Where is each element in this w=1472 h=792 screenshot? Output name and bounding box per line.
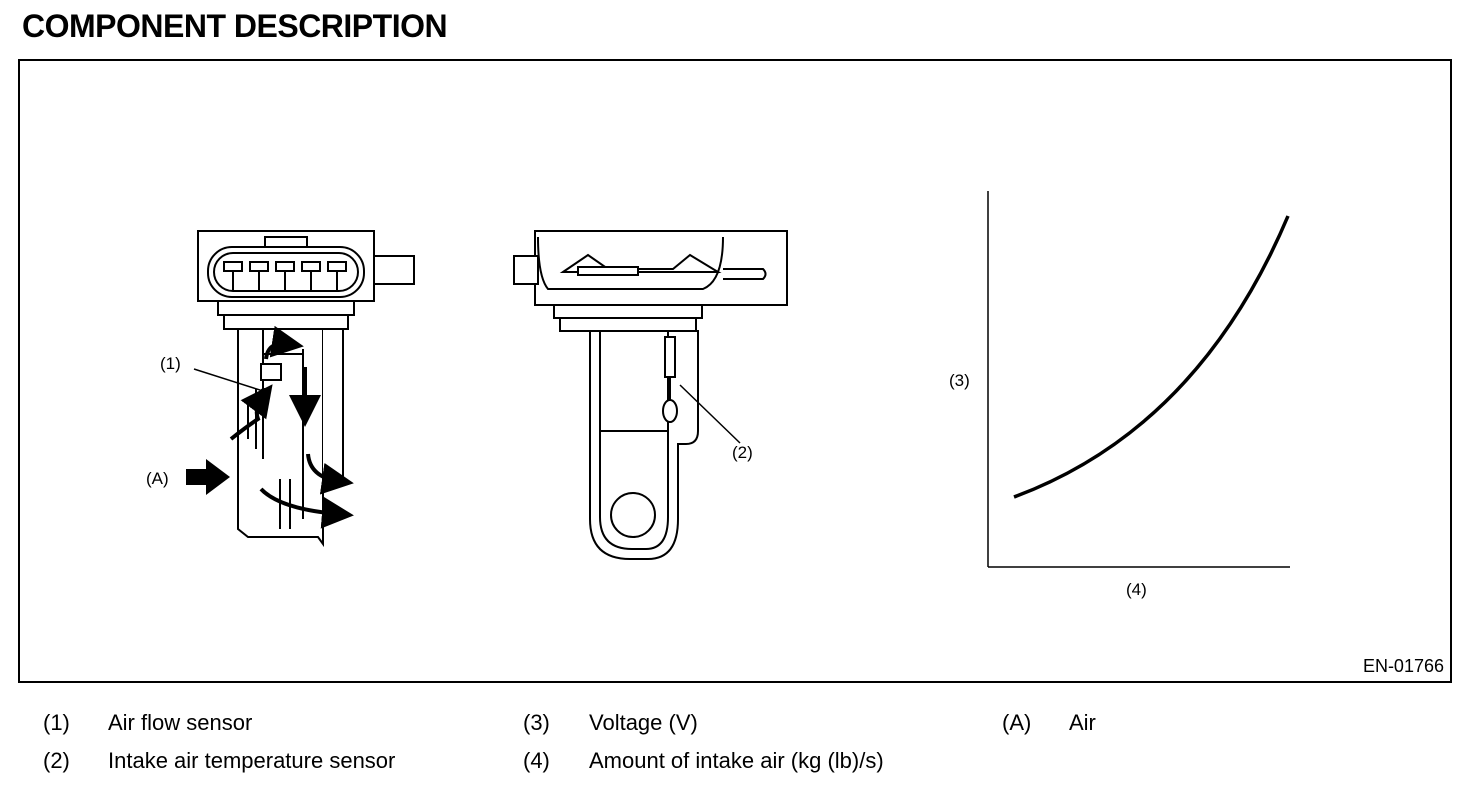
figure-code: EN-01766 [1362, 656, 1444, 676]
callout-2-leader [679, 384, 741, 444]
figure-drawing [18, 59, 1452, 683]
callout-1-leader [193, 368, 264, 392]
callout-1: (1) [160, 354, 181, 373]
sensor-side-view [197, 230, 415, 548]
voltage-airflow-graph [987, 191, 1290, 568]
page-title: COMPONENT DESCRIPTION [22, 8, 448, 44]
legend-num-3: (3) [523, 710, 550, 735]
sensor-front-view [513, 230, 788, 560]
airflow-arrows [229, 325, 354, 529]
callout-a: (A) [146, 469, 169, 488]
callout-4: (4) [1126, 580, 1147, 599]
legend-num-2: (2) [43, 748, 70, 773]
graph-curve [1013, 215, 1290, 499]
legend-text-4: Amount of intake air (kg (lb)/s) [589, 748, 884, 773]
legend-num-1: (1) [43, 710, 70, 735]
legend-text-3: Voltage (V) [589, 710, 698, 735]
figure-frame: (1) (A) (2) (3) (4) EN-01766 [18, 59, 1452, 683]
legend-num-a: (A) [1002, 710, 1032, 735]
figure-border [18, 59, 1452, 683]
legend-text-2: Intake air temperature sensor [108, 748, 396, 773]
legend-text-1: Air flow sensor [108, 710, 253, 735]
legend-num-4: (4) [523, 748, 550, 773]
legend-text-a: Air [1069, 710, 1096, 735]
air-inlet-arrow-icon [186, 459, 230, 495]
callout-2: (2) [732, 443, 753, 462]
callout-3: (3) [949, 371, 970, 390]
